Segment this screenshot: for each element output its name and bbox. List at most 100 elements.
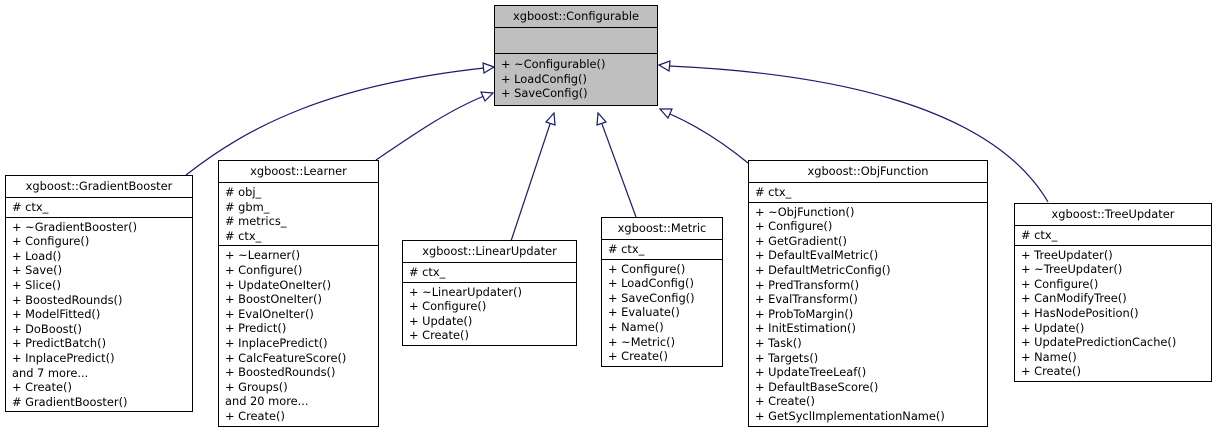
method: + CalcFeatureScore() (225, 350, 347, 365)
method: + UpdatePredictionCache() (1021, 335, 1177, 350)
attributes-section: # ctx_ (6, 197, 192, 217)
class-title: xgboost::Metric (617, 221, 707, 235)
arrowhead-treeupdater (657, 60, 671, 73)
edge-metric (601, 123, 637, 218)
method: + Predict() (225, 321, 287, 336)
method: + ~TreeUpdater() (1021, 262, 1123, 277)
more-link[interactable]: and 20 more... (225, 394, 309, 409)
arrowhead-metric (596, 111, 608, 126)
method: # GradientBooster() (12, 394, 128, 409)
method: + ~Configurable() (501, 57, 606, 71)
method: + ~ObjFunction() (755, 204, 855, 219)
class-metric[interactable]: xgboost::Metric # ctx_ + Configure() + L… (601, 217, 723, 367)
edge-treeupdater (668, 65, 1049, 203)
arrowhead-objfunction (658, 108, 673, 120)
class-treeupdater[interactable]: xgboost::TreeUpdater # ctx_ + TreeUpdate… (1014, 203, 1212, 382)
method: + Configure() (12, 234, 90, 249)
attributes-section: # obj_ # gbm_ # metrics_ # ctx_ (219, 182, 378, 245)
attributes-section: # ctx_ (403, 262, 576, 282)
method: + TreeUpdater() (1021, 247, 1113, 262)
method: + Configure() (608, 261, 686, 276)
class-title: xgboost::Learner (250, 164, 347, 178)
class-title: xgboost::TreeUpdater (1051, 207, 1175, 221)
method: + EvalOneIter() (225, 306, 314, 321)
methods-section: + ~ObjFunction() + Configure() + GetGrad… (749, 201, 987, 426)
method: + UpdateTreeLeaf() (755, 365, 867, 380)
method: + BoostedRounds() (12, 292, 123, 307)
methods-section: + ~LinearUpdater() + Configure() + Updat… (403, 281, 576, 345)
method: + Task() (755, 335, 802, 350)
method: + Configure() (225, 262, 303, 277)
attributes-section: # ctx_ (1015, 225, 1211, 245)
methods-section: + TreeUpdater() + ~TreeUpdater() + Confi… (1015, 244, 1211, 381)
method: + SaveConfig() (608, 290, 695, 305)
method: + GetGradient() (755, 233, 847, 248)
method: + EvalTransform() (755, 292, 858, 307)
method: + Create() (409, 328, 469, 343)
method: + Update() (1021, 320, 1085, 335)
method: + Create() (225, 408, 285, 423)
method: + BoostedRounds() (225, 365, 336, 380)
method: + Configure() (409, 299, 487, 314)
method: + Create() (608, 349, 668, 364)
attribute: # obj_ (225, 185, 262, 199)
attribute: # ctx_ (12, 200, 49, 214)
method: + SaveConfig() (501, 86, 588, 101)
method: + Name() (608, 319, 664, 334)
attribute: # ctx_ (755, 185, 792, 199)
methods-section: + ~GradientBooster() + Configure() + Loa… (6, 216, 192, 412)
class-title: xgboost::ObjFunction (807, 164, 929, 178)
edge-objfunction (669, 113, 749, 164)
method: + Configure() (755, 219, 833, 234)
method: + Slice() (12, 277, 61, 292)
method: + InitEstimation() (755, 321, 856, 336)
method: + PredictBatch() (12, 336, 107, 351)
methods-section: + ~Configurable() + LoadConfig() + SaveC… (495, 53, 657, 105)
more-link[interactable]: and 7 more... (12, 365, 89, 380)
method: + ~Metric() (608, 334, 676, 349)
arrowhead-linearupdater (544, 111, 556, 126)
method: + InplacePredict() (12, 350, 115, 365)
method: + Save() (12, 263, 63, 278)
method: + PredTransform() (755, 277, 860, 292)
method: + LoadConfig() (608, 276, 694, 291)
method: + ProbToMargin() (755, 306, 854, 321)
attribute: # ctx_ (409, 265, 446, 279)
attribute: # ctx_ (1021, 228, 1058, 242)
edge-learner (375, 95, 485, 161)
edge-linearupdater (510, 123, 551, 242)
attribute: # metrics_ (225, 214, 287, 229)
method: + DefaultBaseScore() (755, 379, 879, 394)
class-linearupdater[interactable]: xgboost::LinearUpdater # ctx_ + ~LinearU… (402, 240, 577, 346)
class-gradientbooster[interactable]: xgboost::GradientBooster # ctx_ + ~Gradi… (5, 175, 193, 413)
methods-section: + ~Learner() + Configure() + UpdateOneIt… (219, 245, 378, 425)
method: + Create() (12, 380, 72, 395)
methods-section: + Configure() + LoadConfig() + SaveConfi… (602, 258, 722, 366)
class-title: xgboost::Configurable (512, 9, 640, 23)
edge-gradientbooster (185, 67, 485, 176)
method: + DefaultEvalMetric() (755, 248, 879, 263)
class-title: xgboost::GradientBooster (25, 179, 173, 193)
method: + HasNodePosition() (1021, 305, 1139, 320)
method: + UpdateOneIter() (225, 277, 332, 292)
attributes-section (495, 27, 657, 53)
method: + GetSyclImplementationName() (755, 408, 945, 423)
class-learner[interactable]: xgboost::Learner # obj_ # gbm_ # metrics… (218, 160, 379, 427)
method: + Load() (12, 248, 62, 263)
method: + ~GradientBooster() (12, 219, 138, 234)
method: + Update() (409, 313, 473, 328)
class-configurable[interactable]: xgboost::Configurable + ~Configurable() … (494, 5, 658, 106)
method: + ~Learner() (225, 248, 301, 263)
class-title: xgboost::LinearUpdater (422, 244, 557, 258)
method: + Evaluate() (608, 305, 680, 320)
method: + Groups() (225, 379, 288, 394)
class-objfunction[interactable]: xgboost::ObjFunction # ctx_ + ~ObjFuncti… (748, 160, 988, 427)
method: + Name() (1021, 349, 1077, 364)
method: + ~LinearUpdater() (409, 284, 522, 299)
method: + CanModifyTree() (1021, 291, 1127, 306)
method: + Create() (755, 394, 815, 409)
method: + LoadConfig() (501, 71, 587, 86)
method: + ModelFitted() (12, 307, 101, 322)
attribute: # ctx_ (608, 242, 645, 256)
